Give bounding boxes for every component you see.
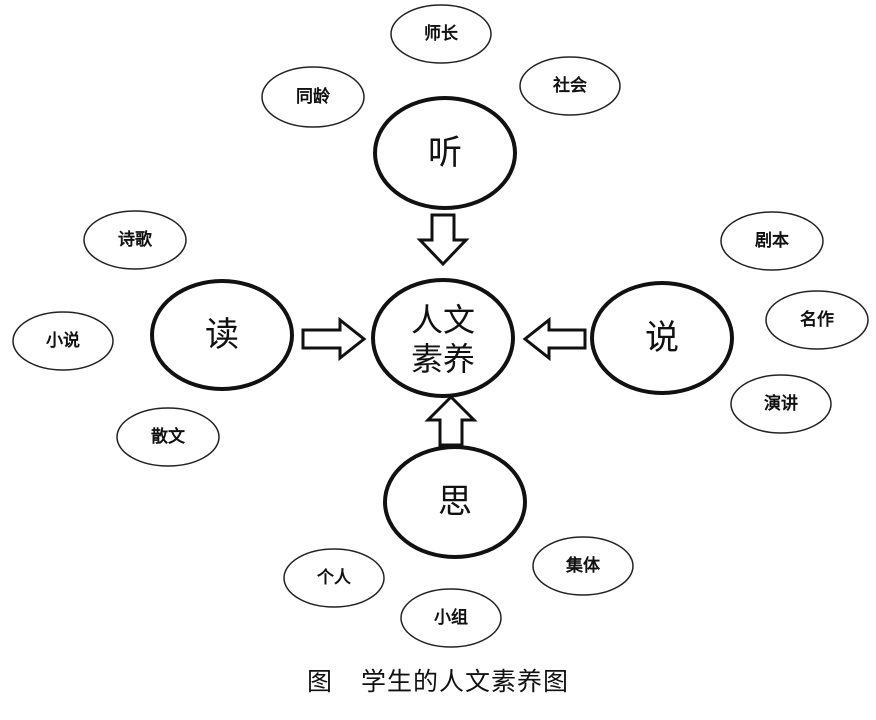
leaf-society-label: 社会 [552,75,587,96]
leaf-group-label: 小组 [434,607,468,628]
hub-listen-label: 听 [428,133,462,173]
caption-title: 学生的人文素养图 [361,667,570,696]
caption-label: 图 [306,667,333,696]
leaf-peers-label: 同龄 [296,86,331,107]
leaf-prose: 散文 [116,407,220,467]
leaf-peers: 同龄 [261,66,365,128]
leaf-individual-label: 个人 [316,567,352,588]
hub-think: 思 [383,445,527,559]
hub-listen: 听 [373,96,517,210]
leaf-teachers-label: 师长 [424,23,459,44]
hub-think-circle [383,445,527,559]
leaf-script-label: 剧本 [755,230,789,251]
center-circle [371,278,515,398]
leaf-collective: 集体 [532,536,634,596]
center-label-line1: 人文 [411,301,475,339]
hub-read-label: 读 [205,315,239,355]
leaf-prose-label: 散文 [151,426,186,447]
hub-speak-circle [590,281,734,395]
figure-caption: 图学生的人文素养图 [0,662,876,698]
leaf-group: 小组 [400,588,502,648]
leaf-individual: 个人 [283,548,385,608]
leaf-poetry-label: 诗歌 [118,229,153,250]
arrow-speak-to-center [522,316,587,362]
hub-think-label: 思 [438,482,472,522]
hub-read: 读 [150,279,294,391]
arrow-think-to-center [424,394,478,447]
leaf-poetry: 诗歌 [83,210,187,270]
leaf-novel: 小说 [12,311,114,371]
hub-listen-circle [373,96,517,210]
leaf-teachers: 师长 [390,4,492,64]
center-node: 人文 素养 [371,278,515,398]
hub-read-circle [150,279,294,391]
leaf-collective-label: 集体 [565,555,601,576]
leaf-novel-label: 小说 [46,330,80,351]
leaf-masterpiece: 名作 [765,290,869,350]
leaf-society: 社会 [519,56,621,116]
leaf-speech: 演讲 [730,374,832,434]
center-label-line2: 素养 [411,340,475,378]
hub-speak: 说 [590,281,734,395]
arrow-listen-to-center [416,213,470,267]
hub-speak-label: 说 [645,318,679,358]
arrow-read-to-center [301,316,367,362]
leaf-script: 剧本 [720,211,824,271]
leaf-masterpiece-label: 名作 [800,309,834,330]
leaf-speech-label: 演讲 [764,393,798,414]
